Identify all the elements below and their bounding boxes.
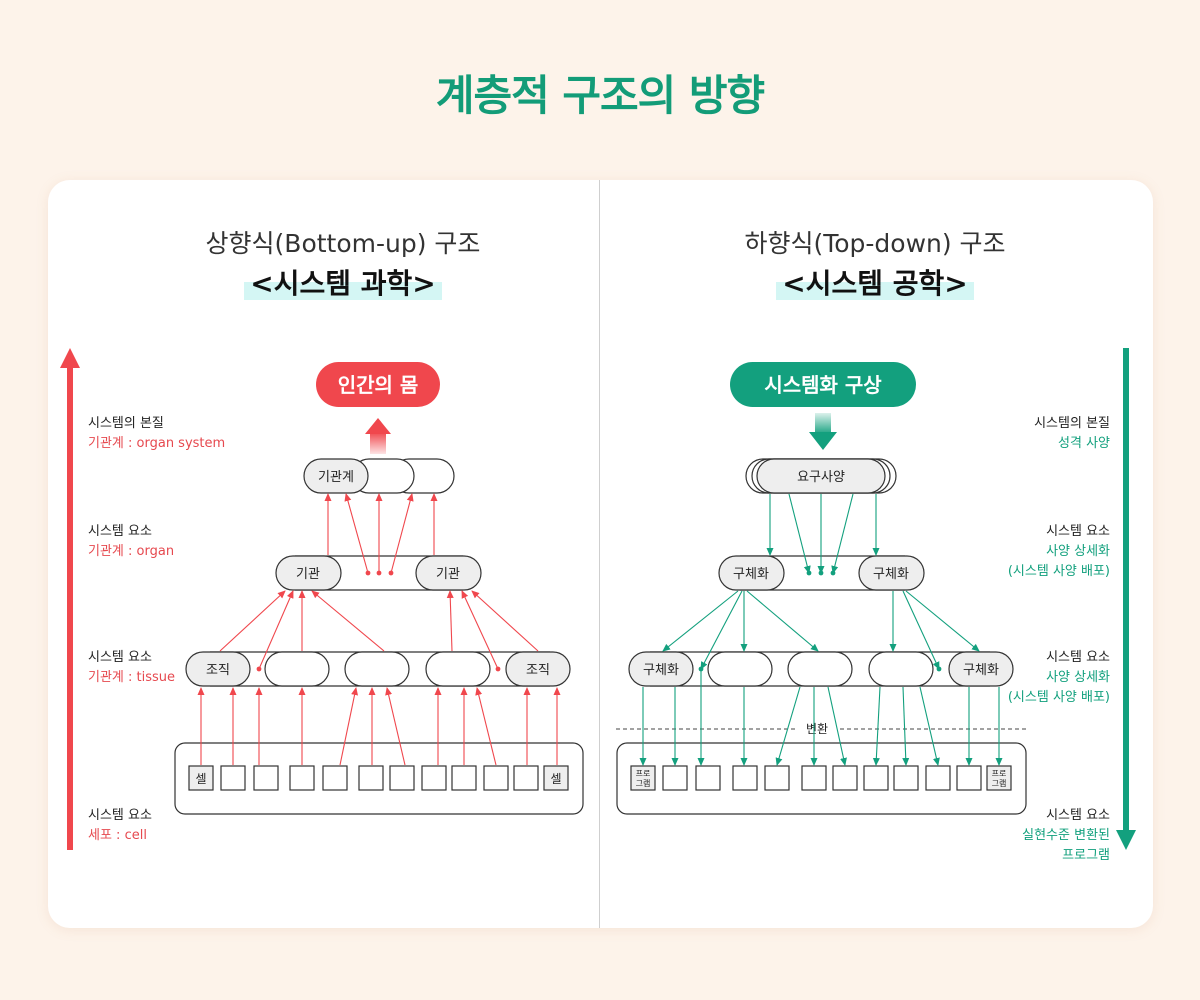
right-label-detail-2: 시스템 요소 사양 상세화 (시스템 사양 배포) — [900, 648, 1110, 708]
main-title: 계층적 구조의 방향 — [435, 71, 765, 120]
right-label-detail-1-note: (시스템 사양 배포) — [1007, 564, 1110, 579]
tissue-row: 조직 조직 — [185, 651, 571, 687]
left-label-cell: 시스템 요소 세포 : cell — [88, 806, 152, 846]
organ-node-left — [275, 555, 342, 591]
left-arrows — [197, 493, 561, 766]
left-label-tissue-key: 시스템 요소 — [88, 650, 152, 665]
right-label-program-value: 실현수준 변환된 — [1022, 828, 1110, 843]
right-heading: <시스템 공학> — [625, 262, 1125, 302]
left-upward-arrow — [60, 348, 80, 850]
right-label-program: 시스템 요소 실현수준 변환된 프로그램 — [900, 806, 1110, 866]
cell-label-left: 셀 — [195, 772, 206, 786]
left-up-block-arrow — [365, 418, 391, 454]
right-label-essence-key: 시스템의 본질 — [1034, 416, 1110, 431]
left-heading-text: <시스템 과학> — [244, 267, 442, 300]
organ-node-right-label: 기관 — [436, 567, 460, 582]
right-label-essence: 시스템의 본질 성격 사양 — [900, 414, 1110, 454]
tissue-node-left-label: 조직 — [206, 663, 230, 678]
left-top-pill-text: 인간의 몸 — [338, 373, 419, 397]
right-arrows — [639, 493, 1003, 766]
right-label-detail-1: 시스템 요소 사양 상세화 (시스템 사양 배포) — [900, 522, 1110, 582]
detail-node-1-right-label: 구체화 — [873, 567, 909, 582]
requirement-node: 요구사양 — [745, 458, 897, 494]
left-top-pill: 인간의 몸 — [316, 362, 440, 407]
right-subtitle: 하향식(Top-down) 구조 — [744, 229, 1006, 258]
left-heading: <시스템 과학> — [93, 262, 593, 302]
requirement-label: 요구사양 — [797, 470, 845, 485]
center-divider — [599, 180, 600, 928]
program-right-line2: 그램 — [992, 778, 1007, 788]
tissue-node-right-label: 조직 — [526, 663, 550, 678]
organ-node-left-label: 기관 — [296, 567, 320, 582]
detail-node-2-right-label: 구체화 — [963, 663, 999, 678]
detail-row-2: 구체화 구체화 — [628, 651, 1014, 687]
cell-label-right: 셀 — [550, 772, 561, 786]
left-label-organ: 시스템 요소 기관계 : organ — [88, 522, 174, 562]
right-heading-text: <시스템 공학> — [776, 267, 974, 300]
organ-node-right — [415, 555, 482, 591]
right-label-program-note: 프로그램 — [1062, 848, 1110, 863]
transform-label: 변환 — [806, 722, 828, 736]
left-label-tissue: 시스템 요소 기관계 : tissue — [88, 648, 175, 688]
left-label-tissue-value: 기관계 : tissue — [88, 670, 176, 685]
right-down-block-arrow — [809, 413, 837, 450]
detail-node-2-left — [628, 651, 694, 687]
right-downward-arrow — [1116, 348, 1136, 850]
detail-node-2-right — [948, 651, 1014, 687]
tissue-node-right — [505, 651, 571, 687]
right-label-program-key: 시스템 요소 — [1046, 808, 1110, 823]
left-subtitle: 상향식(Bottom-up) 구조 — [205, 229, 481, 258]
program-left-line2: 그램 — [636, 778, 651, 788]
left-label-essence-value: 기관계 : organ system — [88, 436, 226, 451]
program-left-line1: 프로 — [636, 769, 651, 778]
right-top-pill: 시스템화 구상 — [730, 362, 916, 407]
right-dots — [698, 570, 942, 672]
left-label-essence: 시스템의 본질 기관계 : organ system — [88, 414, 225, 454]
organ-row: 기관 기관 — [275, 555, 482, 591]
organ-system-label: 기관계 — [318, 470, 354, 485]
left-label-organ-value: 기관계 : organ — [88, 544, 175, 559]
left-label-essence-key: 시스템의 본질 — [88, 416, 164, 431]
right-label-essence-value: 성격 사양 — [1058, 436, 1110, 451]
right-label-detail-1-value: 사양 상세화 — [1046, 544, 1110, 559]
transform-line: 변환 — [616, 720, 1027, 738]
detail-node-1-left-label: 구체화 — [733, 567, 769, 582]
cell-container: 셀 셀 — [174, 742, 584, 815]
detail-node-1-left — [718, 555, 785, 591]
right-label-detail-2-value: 사양 상세화 — [1046, 670, 1110, 685]
right-label-detail-2-key: 시스템 요소 — [1046, 650, 1110, 665]
left-label-cell-key: 시스템 요소 — [88, 808, 152, 823]
tissue-node-left — [185, 651, 251, 687]
right-top-pill-text: 시스템화 구상 — [764, 373, 882, 397]
left-label-cell-value: 세포 : cell — [88, 828, 147, 843]
detail-node-2-left-label: 구체화 — [643, 663, 679, 678]
program-right-line1: 프로 — [992, 769, 1007, 778]
left-label-organ-key: 시스템 요소 — [88, 524, 152, 539]
right-label-detail-1-key: 시스템 요소 — [1046, 524, 1110, 539]
right-label-detail-2-note: (시스템 사양 배포) — [1007, 690, 1110, 705]
detail-row-1: 구체화 구체화 — [718, 555, 925, 591]
organ-system-node: 기관계 — [303, 458, 455, 494]
left-dots — [256, 570, 501, 672]
program-container: 프로 그램 프로 그램 — [616, 742, 1027, 815]
detail-node-1-right — [858, 555, 925, 591]
